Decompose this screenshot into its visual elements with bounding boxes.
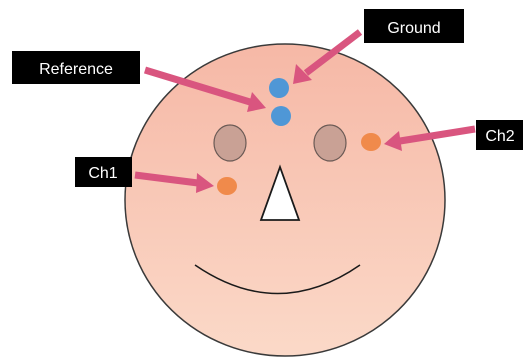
ch2-label-text: Ch2 (485, 128, 514, 145)
ground-label-text: Ground (387, 20, 440, 37)
ch1-label-text: Ch1 (88, 165, 117, 182)
ground-label: Ground (364, 9, 464, 43)
ch1-electrode (217, 177, 237, 195)
left-eye (214, 125, 246, 161)
right-eye (314, 125, 346, 161)
ch1-label: Ch1 (75, 157, 132, 187)
ch2-electrode (361, 133, 381, 151)
reference-label: Reference (12, 51, 140, 84)
reference-label-text: Reference (39, 61, 113, 78)
ground-electrode (269, 78, 289, 98)
reference-electrode (271, 106, 291, 126)
ch2-label: Ch2 (476, 120, 523, 150)
